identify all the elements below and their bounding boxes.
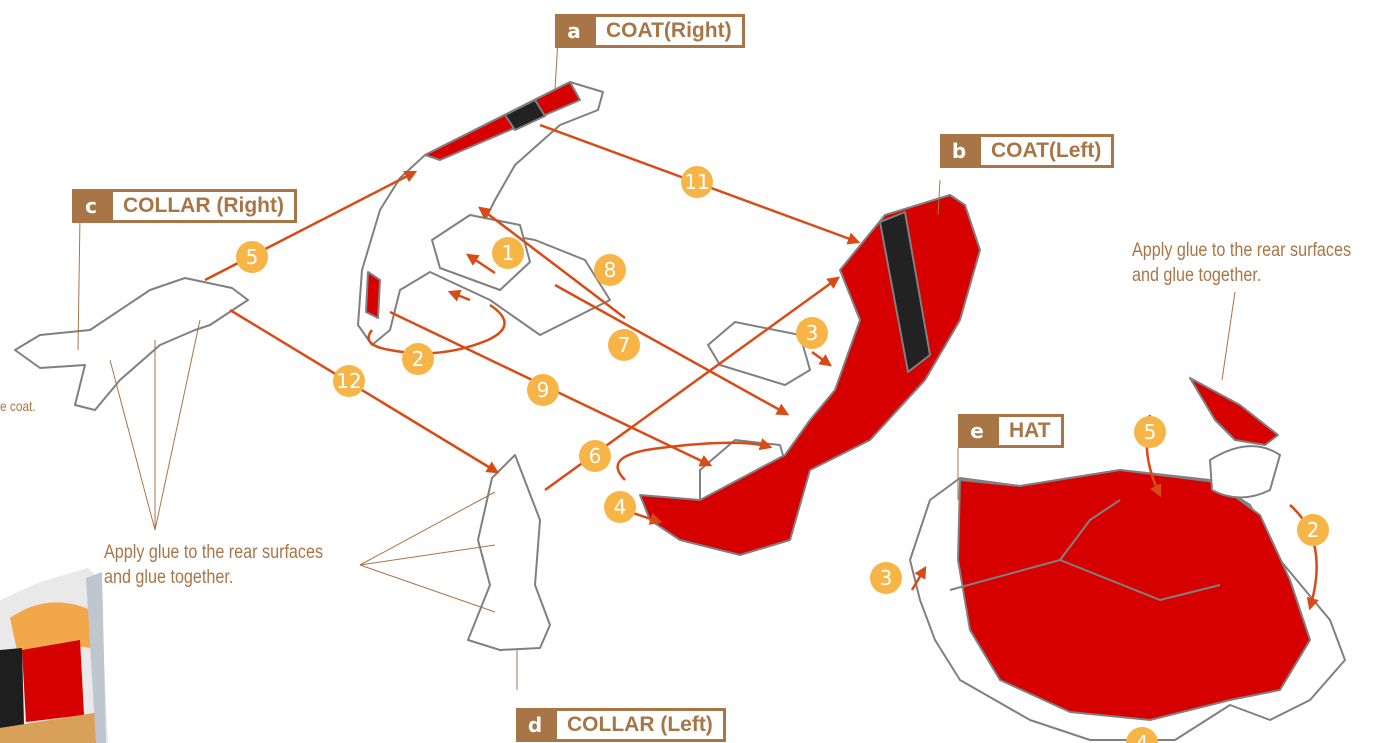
svg-text:4: 4 [614,495,627,519]
collar-left-piece [468,455,550,650]
part-letter: c [72,189,110,223]
svg-text:12: 12 [336,369,361,393]
glue-note-line1: Apply glue to the rear surfaces [104,540,323,565]
svg-text:2: 2 [412,347,425,371]
svg-text:5: 5 [246,245,259,269]
part-name: COAT(Right) [593,14,745,48]
svg-text:6: 6 [589,444,602,468]
part-tag-coat-left: b COAT(Left) [940,134,1114,168]
part-tag-collar-right: c COLLAR (Right) [72,189,297,223]
cut-off-note: e coat. [0,394,36,419]
glue-note-line1: Apply glue to the rear surfaces [1132,238,1351,263]
part-name: COLLAR (Left) [554,708,726,742]
step-1-label: 1 [502,241,515,265]
svg-text:3: 3 [806,321,819,345]
part-letter: d [516,708,554,742]
part-name: HAT [996,414,1064,448]
svg-text:8: 8 [604,258,617,282]
svg-text:9: 9 [537,378,550,402]
svg-text:11: 11 [684,170,709,194]
part-name: COAT(Left) [978,134,1114,168]
collar-right-piece [15,278,248,410]
part-letter: b [940,134,978,168]
coat-right-piece [358,82,810,385]
glue-note-line2: and glue together. [1132,263,1351,288]
glue-note-hat: Apply glue to the rear surfaces and glue… [1132,238,1351,288]
svg-text:2: 2 [1307,518,1320,542]
part-tag-coat-right: a COAT(Right) [555,14,745,48]
part-tag-hat: e HAT [958,414,1064,448]
svg-text:3: 3 [880,566,893,590]
part-letter: a [555,14,593,48]
glue-note-collar: Apply glue to the rear surfaces and glue… [104,540,323,590]
svg-text:5: 5 [1144,420,1157,444]
svg-text:7: 7 [618,333,631,357]
coat-photo-fragment [0,568,108,743]
part-name: COLLAR (Right) [110,189,297,223]
part-letter: e [958,414,996,448]
glue-note-line2: and glue together. [104,565,323,590]
svg-text:4: 4 [1136,731,1149,743]
part-tag-collar-left: d COLLAR (Left) [516,708,726,742]
